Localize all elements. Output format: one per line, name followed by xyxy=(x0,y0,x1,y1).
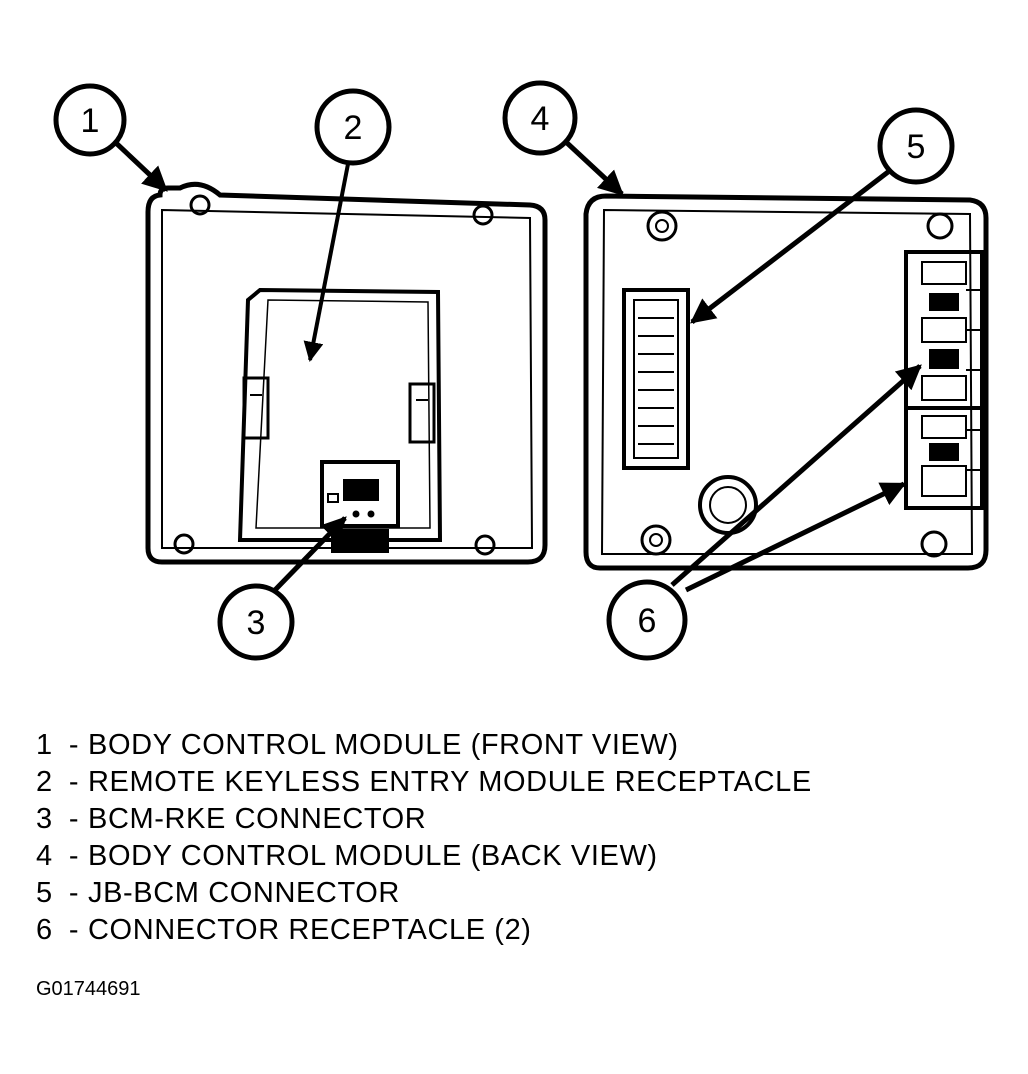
leader-lines xyxy=(113,140,922,593)
back-housing-outline xyxy=(583,193,989,571)
legend-text: REMOTE KEYLESS ENTRY MODULE RECEPTACLE xyxy=(88,766,812,798)
front-housing-inner xyxy=(161,208,534,549)
jb-bcm-connector-pins xyxy=(638,317,674,445)
legend-text: BODY CONTROL MODULE (BACK VIEW) xyxy=(88,840,658,872)
bcm-back-view xyxy=(583,193,989,571)
rke-clip-right xyxy=(408,382,436,444)
callout-3-label: 3 xyxy=(247,604,266,642)
callout-2-label: 2 xyxy=(344,109,363,147)
front-mount-hole-bl xyxy=(173,533,195,555)
bcm-front-view xyxy=(145,181,548,565)
back-mount-hole-br xyxy=(920,530,948,558)
leader-4 xyxy=(564,140,624,196)
connector-receptacle-cavities xyxy=(921,261,980,497)
front-housing-outline xyxy=(145,181,548,565)
leader-6a xyxy=(670,364,922,587)
callout-4: 4 xyxy=(502,80,578,156)
legend-number: 3 xyxy=(36,803,53,835)
legend-item: 2-REMOTE KEYLESS ENTRY MODULE RECEPTACLE xyxy=(36,764,812,801)
legend-number: 2 xyxy=(36,766,53,798)
back-mount-hole-bl xyxy=(640,524,672,556)
bcm-rke-connector xyxy=(320,460,400,528)
legend: 1-BODY CONTROL MODULE (FRONT VIEW) 2-REM… xyxy=(36,727,812,949)
legend-text: JB-BCM CONNECTOR xyxy=(88,877,400,909)
jb-bcm-connector xyxy=(622,288,690,470)
front-mount-hole-br xyxy=(474,534,496,556)
legend-separator: - xyxy=(68,914,80,946)
leader-2 xyxy=(303,163,350,362)
callout-1-label: 1 xyxy=(81,102,100,140)
legend-item: 6-CONNECTOR RECEPTACLE (2) xyxy=(36,912,812,949)
rke-clip-left xyxy=(242,376,270,440)
module-diagram: 1 2 3 4 5 6 xyxy=(53,80,989,661)
callout-3: 3 xyxy=(217,583,295,661)
legend-text: BODY CONTROL MODULE (FRONT VIEW) xyxy=(88,729,679,761)
legend-number: 4 xyxy=(36,840,53,872)
legend-number: 5 xyxy=(36,877,53,909)
leader-6b xyxy=(684,481,907,593)
rke-receptacle-inner xyxy=(255,299,431,529)
legend-text: CONNECTOR RECEPTACLE (2) xyxy=(88,914,532,946)
legend-item: 1-BODY CONTROL MODULE (FRONT VIEW) xyxy=(36,727,812,764)
legend-separator: - xyxy=(68,877,80,909)
legend-item: 4-BODY CONTROL MODULE (BACK VIEW) xyxy=(36,838,812,875)
callout-5: 5 xyxy=(877,107,955,185)
legend-separator: - xyxy=(68,840,80,872)
back-center-boss xyxy=(698,475,758,535)
callout-4-label: 4 xyxy=(531,100,550,138)
legend-separator: - xyxy=(68,729,80,761)
legend-item: 5-JB-BCM CONNECTOR xyxy=(36,875,812,912)
bcm-rke-connector-tab xyxy=(331,529,389,553)
callout-5-label: 5 xyxy=(907,128,926,166)
callout-6-label: 6 xyxy=(638,602,657,640)
leader-1 xyxy=(113,140,168,192)
front-mount-hole-tr xyxy=(472,204,494,226)
connector-receptacle-lower xyxy=(904,406,984,510)
legend-item: 3-BCM-RKE CONNECTOR xyxy=(36,801,812,838)
callout-2: 2 xyxy=(314,88,392,166)
front-mount-hole-tl xyxy=(189,194,211,216)
figure-id: G01744691 xyxy=(36,978,141,1000)
legend-text: BCM-RKE CONNECTOR xyxy=(88,803,427,835)
back-mount-hole-tr xyxy=(926,212,954,240)
callout-6: 6 xyxy=(606,579,688,661)
leader-5 xyxy=(690,170,890,324)
callout-1: 1 xyxy=(53,83,127,157)
legend-number: 1 xyxy=(36,729,53,761)
back-housing-inner xyxy=(600,208,974,555)
back-mount-hole-tl xyxy=(646,210,678,242)
legend-separator: - xyxy=(68,766,80,798)
legend-number: 6 xyxy=(36,914,53,946)
leader-3 xyxy=(273,516,347,592)
legend-separator: - xyxy=(68,803,80,835)
